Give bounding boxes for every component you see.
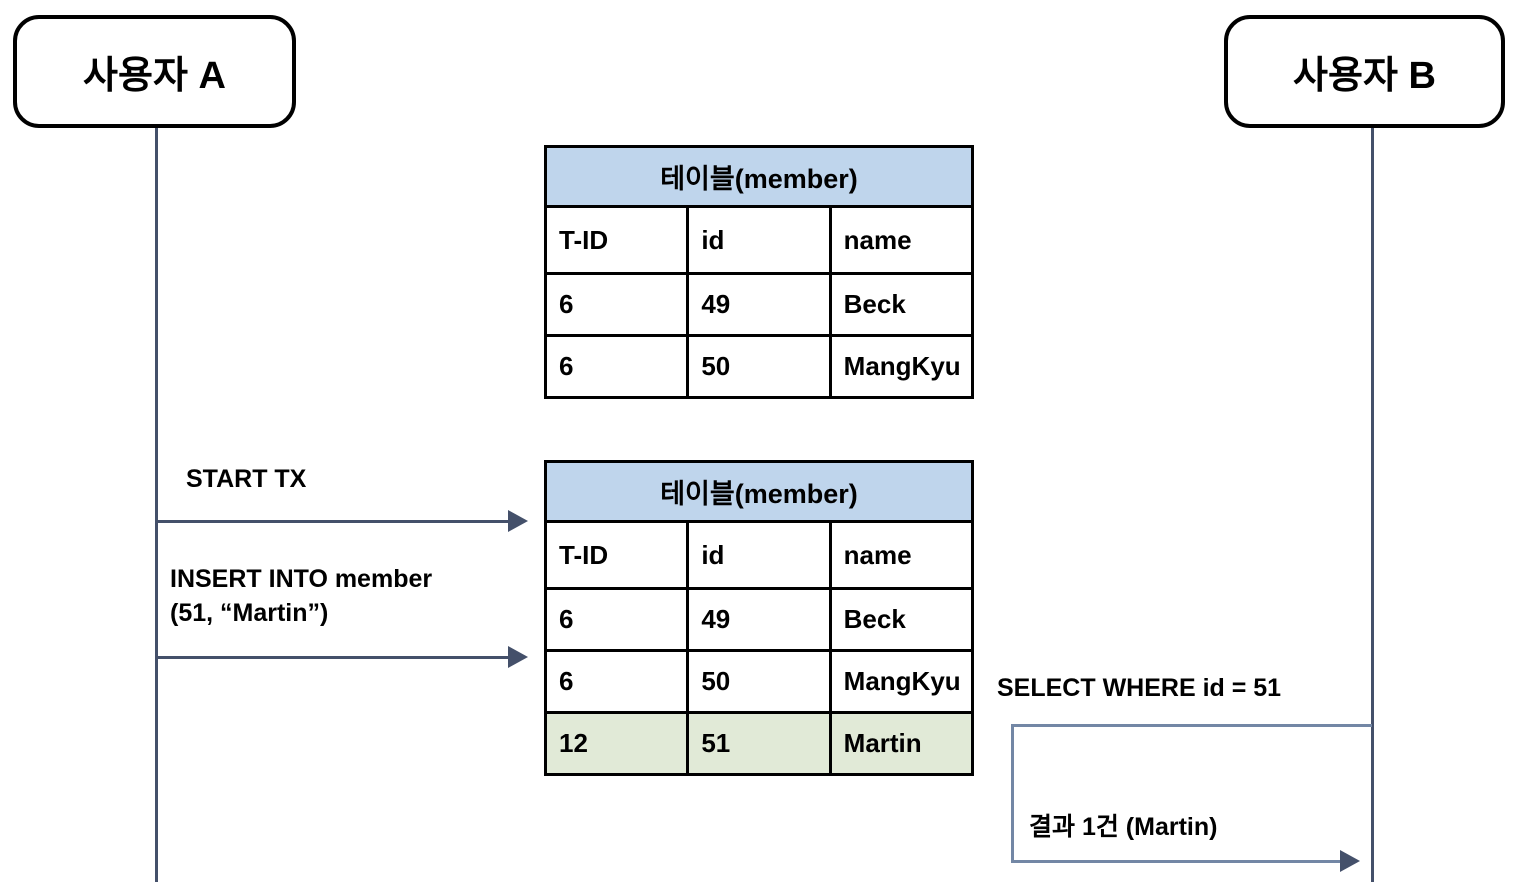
table-row: 6 50 MangKyu <box>543 649 975 714</box>
cell-id: 51 <box>686 711 832 776</box>
table-row: 6 49 Beck <box>543 272 975 337</box>
cell-tid: 6 <box>543 649 690 714</box>
table-header-row: T-ID id name <box>543 520 975 590</box>
column-header-name: name <box>828 205 975 275</box>
message-label-insert-into: INSERT INTO member (51, “Martin”) <box>170 565 433 627</box>
cell-id: 50 <box>686 649 832 714</box>
message-arrow-line-result <box>1011 860 1341 863</box>
lifeline-user-b <box>1371 128 1374 882</box>
message-line-select-where-top <box>1011 724 1372 727</box>
table-row-highlighted: 12 51 Martin <box>543 711 975 776</box>
cell-name: Beck <box>828 587 975 652</box>
cell-name: Beck <box>828 272 975 337</box>
cell-name: MangKyu <box>828 649 975 714</box>
column-header-name: name <box>828 520 975 590</box>
table-header-row: T-ID id name <box>543 205 975 275</box>
cell-id: 49 <box>686 272 832 337</box>
member-table-after: 테이블(member) T-ID id name 6 49 Beck 6 50 … <box>543 460 975 776</box>
message-arrow-head-start-tx <box>508 510 528 532</box>
cell-id: 50 <box>686 334 832 399</box>
cell-tid: 6 <box>543 272 690 337</box>
column-header-id: id <box>686 205 832 275</box>
cell-id: 49 <box>686 587 832 652</box>
table-title: 테이블(member) <box>544 460 974 523</box>
message-label-start-tx: START TX <box>186 465 307 493</box>
message-label-select-where: SELECT WHERE id = 51 <box>997 674 1282 702</box>
cell-name: MangKyu <box>828 334 975 399</box>
message-label-result: 결과 1건 (Martin) <box>1029 813 1218 841</box>
message-arrow-head-result <box>1340 850 1360 872</box>
column-header-id: id <box>686 520 832 590</box>
actor-box-user-a[interactable]: 사용자 A <box>13 15 296 128</box>
actor-box-user-b[interactable]: 사용자 B <box>1224 15 1505 128</box>
message-arrow-line-insert-into <box>155 656 510 659</box>
cell-name: Martin <box>828 711 975 776</box>
table-title-row: 테이블(member) <box>544 460 974 523</box>
column-header-tid: T-ID <box>543 205 690 275</box>
table-row: 6 49 Beck <box>543 587 975 652</box>
table-row: 6 50 MangKyu <box>543 334 975 399</box>
message-arrow-head-insert-into <box>508 646 528 668</box>
column-header-tid: T-ID <box>543 520 690 590</box>
actor-label-user-a: 사용자 A <box>83 55 226 97</box>
message-line-select-where-vertical <box>1011 724 1014 862</box>
table-title-row: 테이블(member) <box>544 145 974 208</box>
lifeline-user-a <box>155 128 158 882</box>
cell-tid: 12 <box>543 711 690 776</box>
message-arrow-line-start-tx <box>155 520 510 523</box>
actor-label-user-b: 사용자 B <box>1293 55 1436 97</box>
member-table-before: 테이블(member) T-ID id name 6 49 Beck 6 50 … <box>543 145 975 399</box>
cell-tid: 6 <box>543 334 690 399</box>
table-title: 테이블(member) <box>544 145 974 208</box>
cell-tid: 6 <box>543 587 690 652</box>
